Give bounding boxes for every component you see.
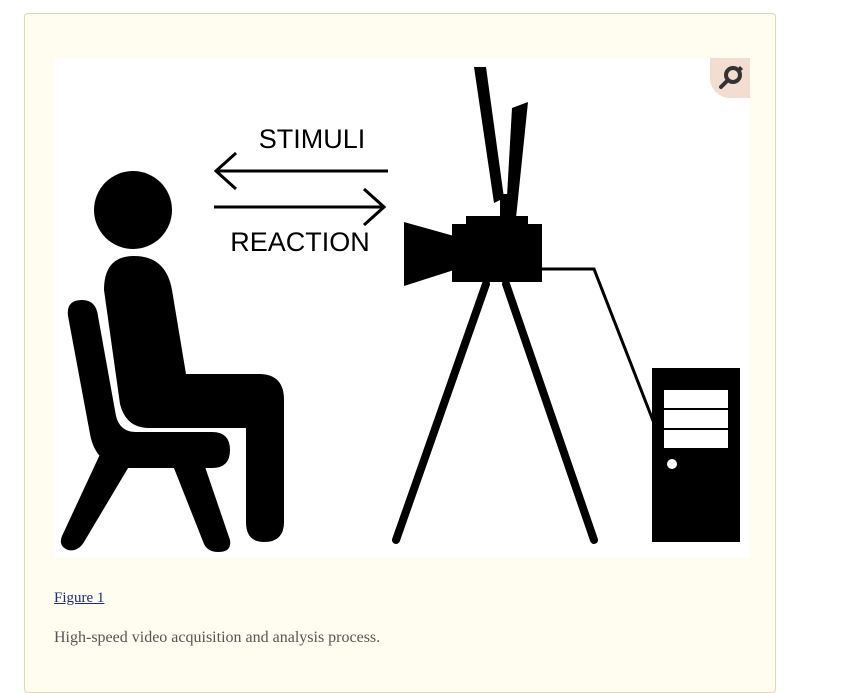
person-head (94, 171, 172, 249)
chair-leg-back (60, 450, 134, 551)
stimuli-arrow-head (213, 151, 238, 191)
drive-bay-1 (664, 390, 728, 408)
chair-leg-front (170, 458, 231, 552)
chair-back (67, 300, 231, 468)
magnifier-icon (719, 65, 744, 89)
figure-link[interactable]: Figure 1 (54, 590, 105, 606)
figure-card: STIMULI REACTION (24, 13, 776, 693)
drive-bay-2 (664, 410, 728, 428)
power-button (667, 459, 677, 469)
zoom-button[interactable] (710, 58, 750, 98)
stimuli-label: STIMULI (259, 124, 366, 154)
tripod-leg-left (392, 280, 490, 544)
person-torso (104, 256, 284, 542)
reaction-arrow-head (362, 187, 387, 227)
monitor-screen (474, 67, 504, 203)
camera-lens (404, 222, 454, 286)
drive-bay-3 (664, 430, 728, 448)
figure-image[interactable]: STIMULI REACTION (54, 58, 750, 558)
camera-body (452, 224, 542, 282)
tripod-leg-right (502, 280, 598, 544)
figure-caption: High-speed video acquisition and analysi… (54, 629, 381, 646)
camera-cable (542, 267, 668, 455)
camera-top (466, 216, 528, 228)
monitor-back (506, 102, 528, 218)
reaction-label: REACTION (230, 227, 370, 257)
diagram-illustration: STIMULI REACTION (60, 67, 740, 552)
